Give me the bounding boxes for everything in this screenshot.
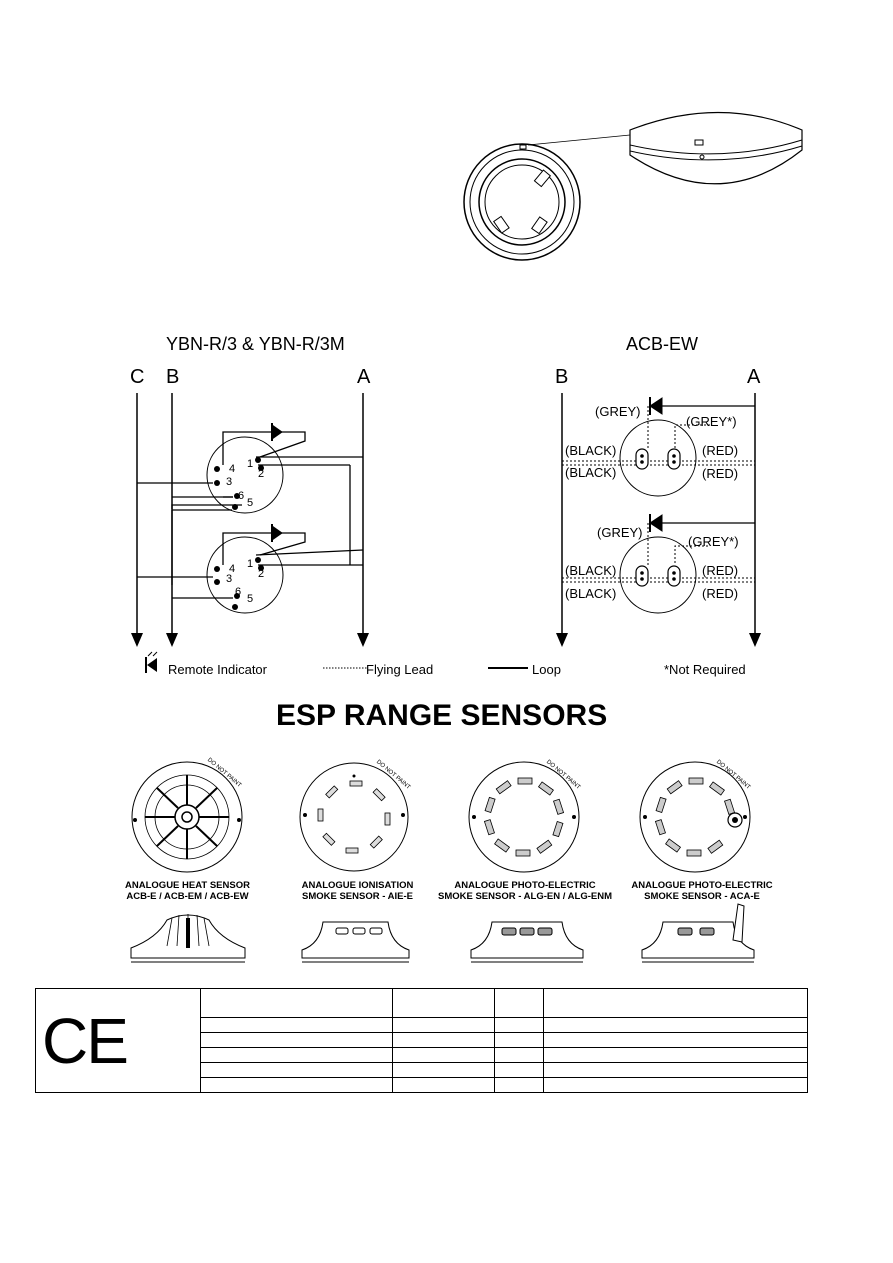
line-label-b: B xyxy=(166,366,180,388)
ybn-wiring-diagram xyxy=(131,393,369,647)
sensor-caption: ANALOGUE HEAT SENSOR ACB-E / ACB-EM / AC… xyxy=(120,880,255,902)
wire-label-red: (RED) xyxy=(702,563,739,578)
sensor-caption-line2: SMOKE SENSOR - ACA-E xyxy=(644,891,760,902)
diagram-left-title: YBN-R/3 & YBN-R/3M xyxy=(166,334,345,354)
legend-flying-lead: Flying Lead xyxy=(366,662,434,677)
sensor-caption: ANALOGUE PHOTO-ELECTRIC SMOKE SENSOR - A… xyxy=(622,880,782,902)
terminal-3: 3 xyxy=(226,573,233,585)
ce-declaration-table: CE xyxy=(35,988,808,1093)
sensor-ionisation-top-icon xyxy=(299,762,409,872)
ce-table-cell xyxy=(200,1032,393,1048)
line-label-c: C xyxy=(130,366,145,388)
ce-table-cell xyxy=(392,1032,495,1048)
sensor-photo-side-icon xyxy=(470,921,584,963)
sensor-caption-line2: SMOKE SENSOR - ALG-EN / ALG-ENM xyxy=(438,891,612,902)
terminal-1: 1 xyxy=(247,558,254,570)
ce-table-cell xyxy=(392,988,495,1018)
ce-mark: CE xyxy=(42,1004,129,1077)
wire-label-black: (BLACK) xyxy=(565,586,617,601)
sensor-aca-top-icon xyxy=(639,761,751,873)
ce-table-cell xyxy=(494,1077,544,1093)
wire-label-black: (BLACK) xyxy=(565,563,617,578)
terminal-6: 6 xyxy=(235,586,242,598)
sensor-ionisation-side-icon xyxy=(301,921,410,963)
sensor-caption: ANALOGUE IONISATION SMOKE SENSOR - AIE-E xyxy=(290,880,425,902)
ce-table-cell xyxy=(543,1062,808,1078)
diagram-right-title: ACB-EW xyxy=(626,334,698,354)
sensor-caption: ANALOGUE PHOTO-ELECTRIC SMOKE SENSOR - A… xyxy=(435,880,615,902)
terminal-5: 5 xyxy=(247,593,254,605)
wire-label-grey-star: (GREY*) xyxy=(688,534,739,549)
wire-label-grey-star: (GREY*) xyxy=(686,414,737,429)
legend-loop: Loop xyxy=(532,662,561,677)
ce-cell: CE xyxy=(35,988,201,1093)
wire-label-grey: (GREY) xyxy=(595,404,641,419)
ce-table-cell xyxy=(494,1047,544,1063)
ce-table-cell xyxy=(392,1047,495,1063)
legend-not-required: *Not Required xyxy=(664,662,746,677)
ce-table-cell xyxy=(494,988,544,1018)
flying-lead-sample xyxy=(323,667,368,669)
wire-label-red: (RED) xyxy=(702,586,739,601)
terminal-6: 6 xyxy=(238,490,245,502)
sensor-heat-top-icon xyxy=(131,761,243,873)
sensor-photo-top-icon xyxy=(468,761,580,873)
ce-table-cell xyxy=(200,1047,393,1063)
wire-label-black: (BLACK) xyxy=(565,465,617,480)
ce-table-cell xyxy=(392,1062,495,1078)
ce-table-cell xyxy=(200,1017,393,1033)
sensor-caption-line1: ANALOGUE HEAT SENSOR xyxy=(125,880,250,891)
acb-ew-wiring-diagram xyxy=(556,393,761,647)
terminal-3: 3 xyxy=(226,476,233,488)
section-heading: ESP RANGE SENSORS xyxy=(276,699,608,732)
ce-table-cell xyxy=(543,1047,808,1063)
wire-label-black: (BLACK) xyxy=(565,443,617,458)
ce-table-cell xyxy=(543,1032,808,1048)
ce-table-cell xyxy=(494,1062,544,1078)
sensor-caption-line1: ANALOGUE IONISATION xyxy=(301,880,414,891)
loop-sample xyxy=(488,667,528,669)
sensor-caption-line2: SMOKE SENSOR - AIE-E xyxy=(301,891,414,902)
wire-label-red: (RED) xyxy=(702,443,739,458)
sensor-caption-line1: ANALOGUE PHOTO-ELECTRIC xyxy=(454,880,596,891)
ce-table-cell xyxy=(392,1077,495,1093)
legend-remote-indicator: Remote Indicator xyxy=(168,662,267,677)
terminal-2: 2 xyxy=(258,568,265,580)
sensor-aca-side-icon xyxy=(641,903,755,963)
ce-table-cell xyxy=(494,1017,544,1033)
ce-table-cell xyxy=(543,1017,808,1033)
ce-table-cell xyxy=(392,1017,495,1033)
terminal-5: 5 xyxy=(247,497,254,509)
ce-table-cell xyxy=(494,1032,544,1048)
remote-indicator-icon xyxy=(145,651,158,673)
line-label-b-right: B xyxy=(555,366,569,388)
terminal-4: 4 xyxy=(229,563,236,575)
terminal-4: 4 xyxy=(229,463,236,475)
line-label-a-right: A xyxy=(747,366,761,388)
wire-label-red: (RED) xyxy=(702,466,739,481)
line-label-a: A xyxy=(357,366,371,388)
terminal-1: 1 xyxy=(247,458,254,470)
ce-table-cell xyxy=(200,1062,393,1078)
ce-table-cell xyxy=(200,988,393,1018)
ce-table-cell xyxy=(200,1077,393,1093)
sensor-heat-side-icon xyxy=(130,914,246,963)
terminal-2: 2 xyxy=(258,468,265,480)
base-illustration xyxy=(463,111,803,261)
ce-table-cell xyxy=(543,988,808,1018)
wire-label-grey: (GREY) xyxy=(597,525,643,540)
ce-table-cell xyxy=(543,1077,808,1093)
sensor-caption-line1: ANALOGUE PHOTO-ELECTRIC xyxy=(631,880,773,891)
sensor-caption-line2: ACB-E / ACB-EM / ACB-EW xyxy=(126,891,249,902)
